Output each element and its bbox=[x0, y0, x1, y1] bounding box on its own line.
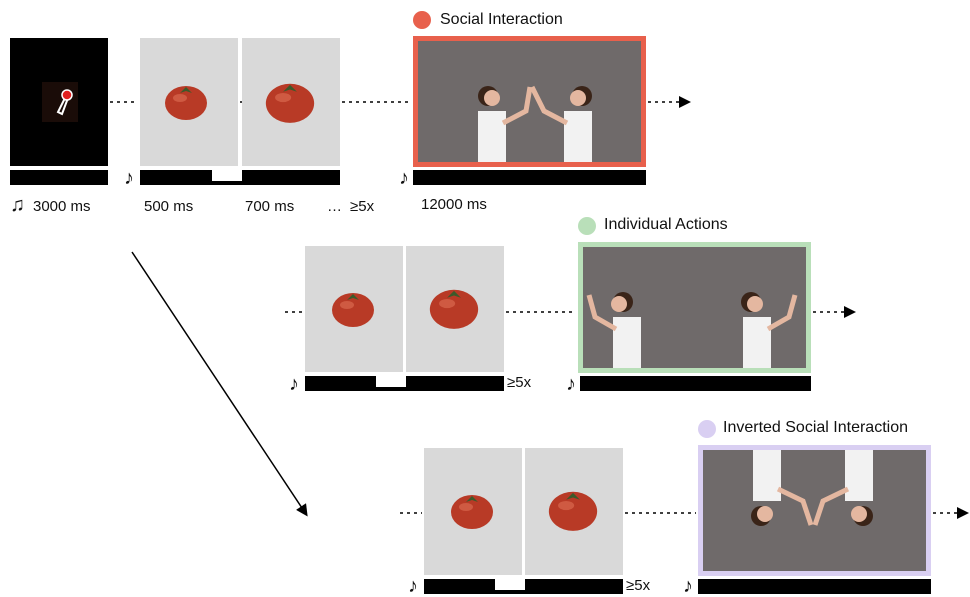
tomato-panel-6 bbox=[525, 448, 623, 575]
repeat-label: ≥5x bbox=[507, 374, 532, 391]
tomato-panel-1 bbox=[140, 38, 238, 166]
tomato-panel-3 bbox=[305, 246, 403, 372]
inverted-social-interaction-video bbox=[698, 445, 931, 576]
music-note-icon: ♪ bbox=[399, 167, 409, 189]
tomato-panel-4 bbox=[406, 246, 504, 372]
fixation-duration-label: 3000 ms bbox=[33, 198, 91, 215]
individual-condition-dot bbox=[578, 217, 596, 235]
music-note-icon: ♪ bbox=[408, 575, 418, 597]
music-note-icon: ♪ bbox=[289, 373, 299, 395]
music-note-icon: ♪ bbox=[683, 575, 693, 597]
tomato-image bbox=[332, 293, 374, 327]
social-interaction-video bbox=[413, 36, 646, 167]
audio-gap bbox=[495, 579, 525, 590]
inverted-figures-image bbox=[751, 450, 873, 526]
tomato-image bbox=[451, 495, 493, 529]
tomato-audio-bar bbox=[424, 579, 623, 594]
tomato-image bbox=[429, 289, 479, 329]
separate-figures-image bbox=[586, 292, 798, 368]
second-tomato-duration-label: 700 ms bbox=[245, 198, 295, 215]
fixation-audio-bar bbox=[10, 170, 108, 185]
double-music-note-icon: ♫ bbox=[10, 194, 25, 216]
social-condition-label: Social Interaction bbox=[440, 11, 563, 28]
audio-gap bbox=[212, 170, 242, 181]
music-note-icon: ♪ bbox=[124, 167, 134, 189]
facing-figures-image bbox=[478, 85, 592, 162]
first-tomato-duration-label: 500 ms bbox=[144, 198, 194, 215]
individual-audio-bar bbox=[580, 376, 811, 391]
diagonal-arrow bbox=[131, 251, 308, 517]
tomato-image bbox=[548, 491, 598, 531]
repeat-label: ≥5x bbox=[350, 198, 375, 215]
ellipsis-label: … bbox=[327, 198, 342, 215]
inverted-condition-label: Inverted Social Interaction bbox=[723, 419, 908, 436]
music-note-icon: ♪ bbox=[566, 373, 576, 395]
audio-gap bbox=[376, 376, 406, 387]
tomato-image bbox=[165, 86, 207, 120]
repeat-label: ≥5x bbox=[626, 577, 651, 594]
social-audio-bar bbox=[413, 170, 646, 185]
inverted-condition-dot bbox=[698, 420, 716, 438]
social-condition-dot bbox=[413, 11, 431, 29]
tomato-panel-2 bbox=[242, 38, 340, 166]
individual-actions-video bbox=[578, 242, 811, 373]
tomato-audio-bar bbox=[140, 170, 340, 185]
inverted-audio-bar bbox=[698, 579, 931, 594]
fixation-screen bbox=[10, 38, 108, 166]
video-duration-label: 12000 ms bbox=[421, 196, 487, 213]
tomato-audio-bar bbox=[305, 376, 504, 391]
tomato-panel-5 bbox=[424, 448, 522, 575]
tomato-image bbox=[265, 83, 315, 123]
fixation-stimulus-icon bbox=[42, 82, 78, 122]
individual-condition-label: Individual Actions bbox=[604, 216, 728, 233]
